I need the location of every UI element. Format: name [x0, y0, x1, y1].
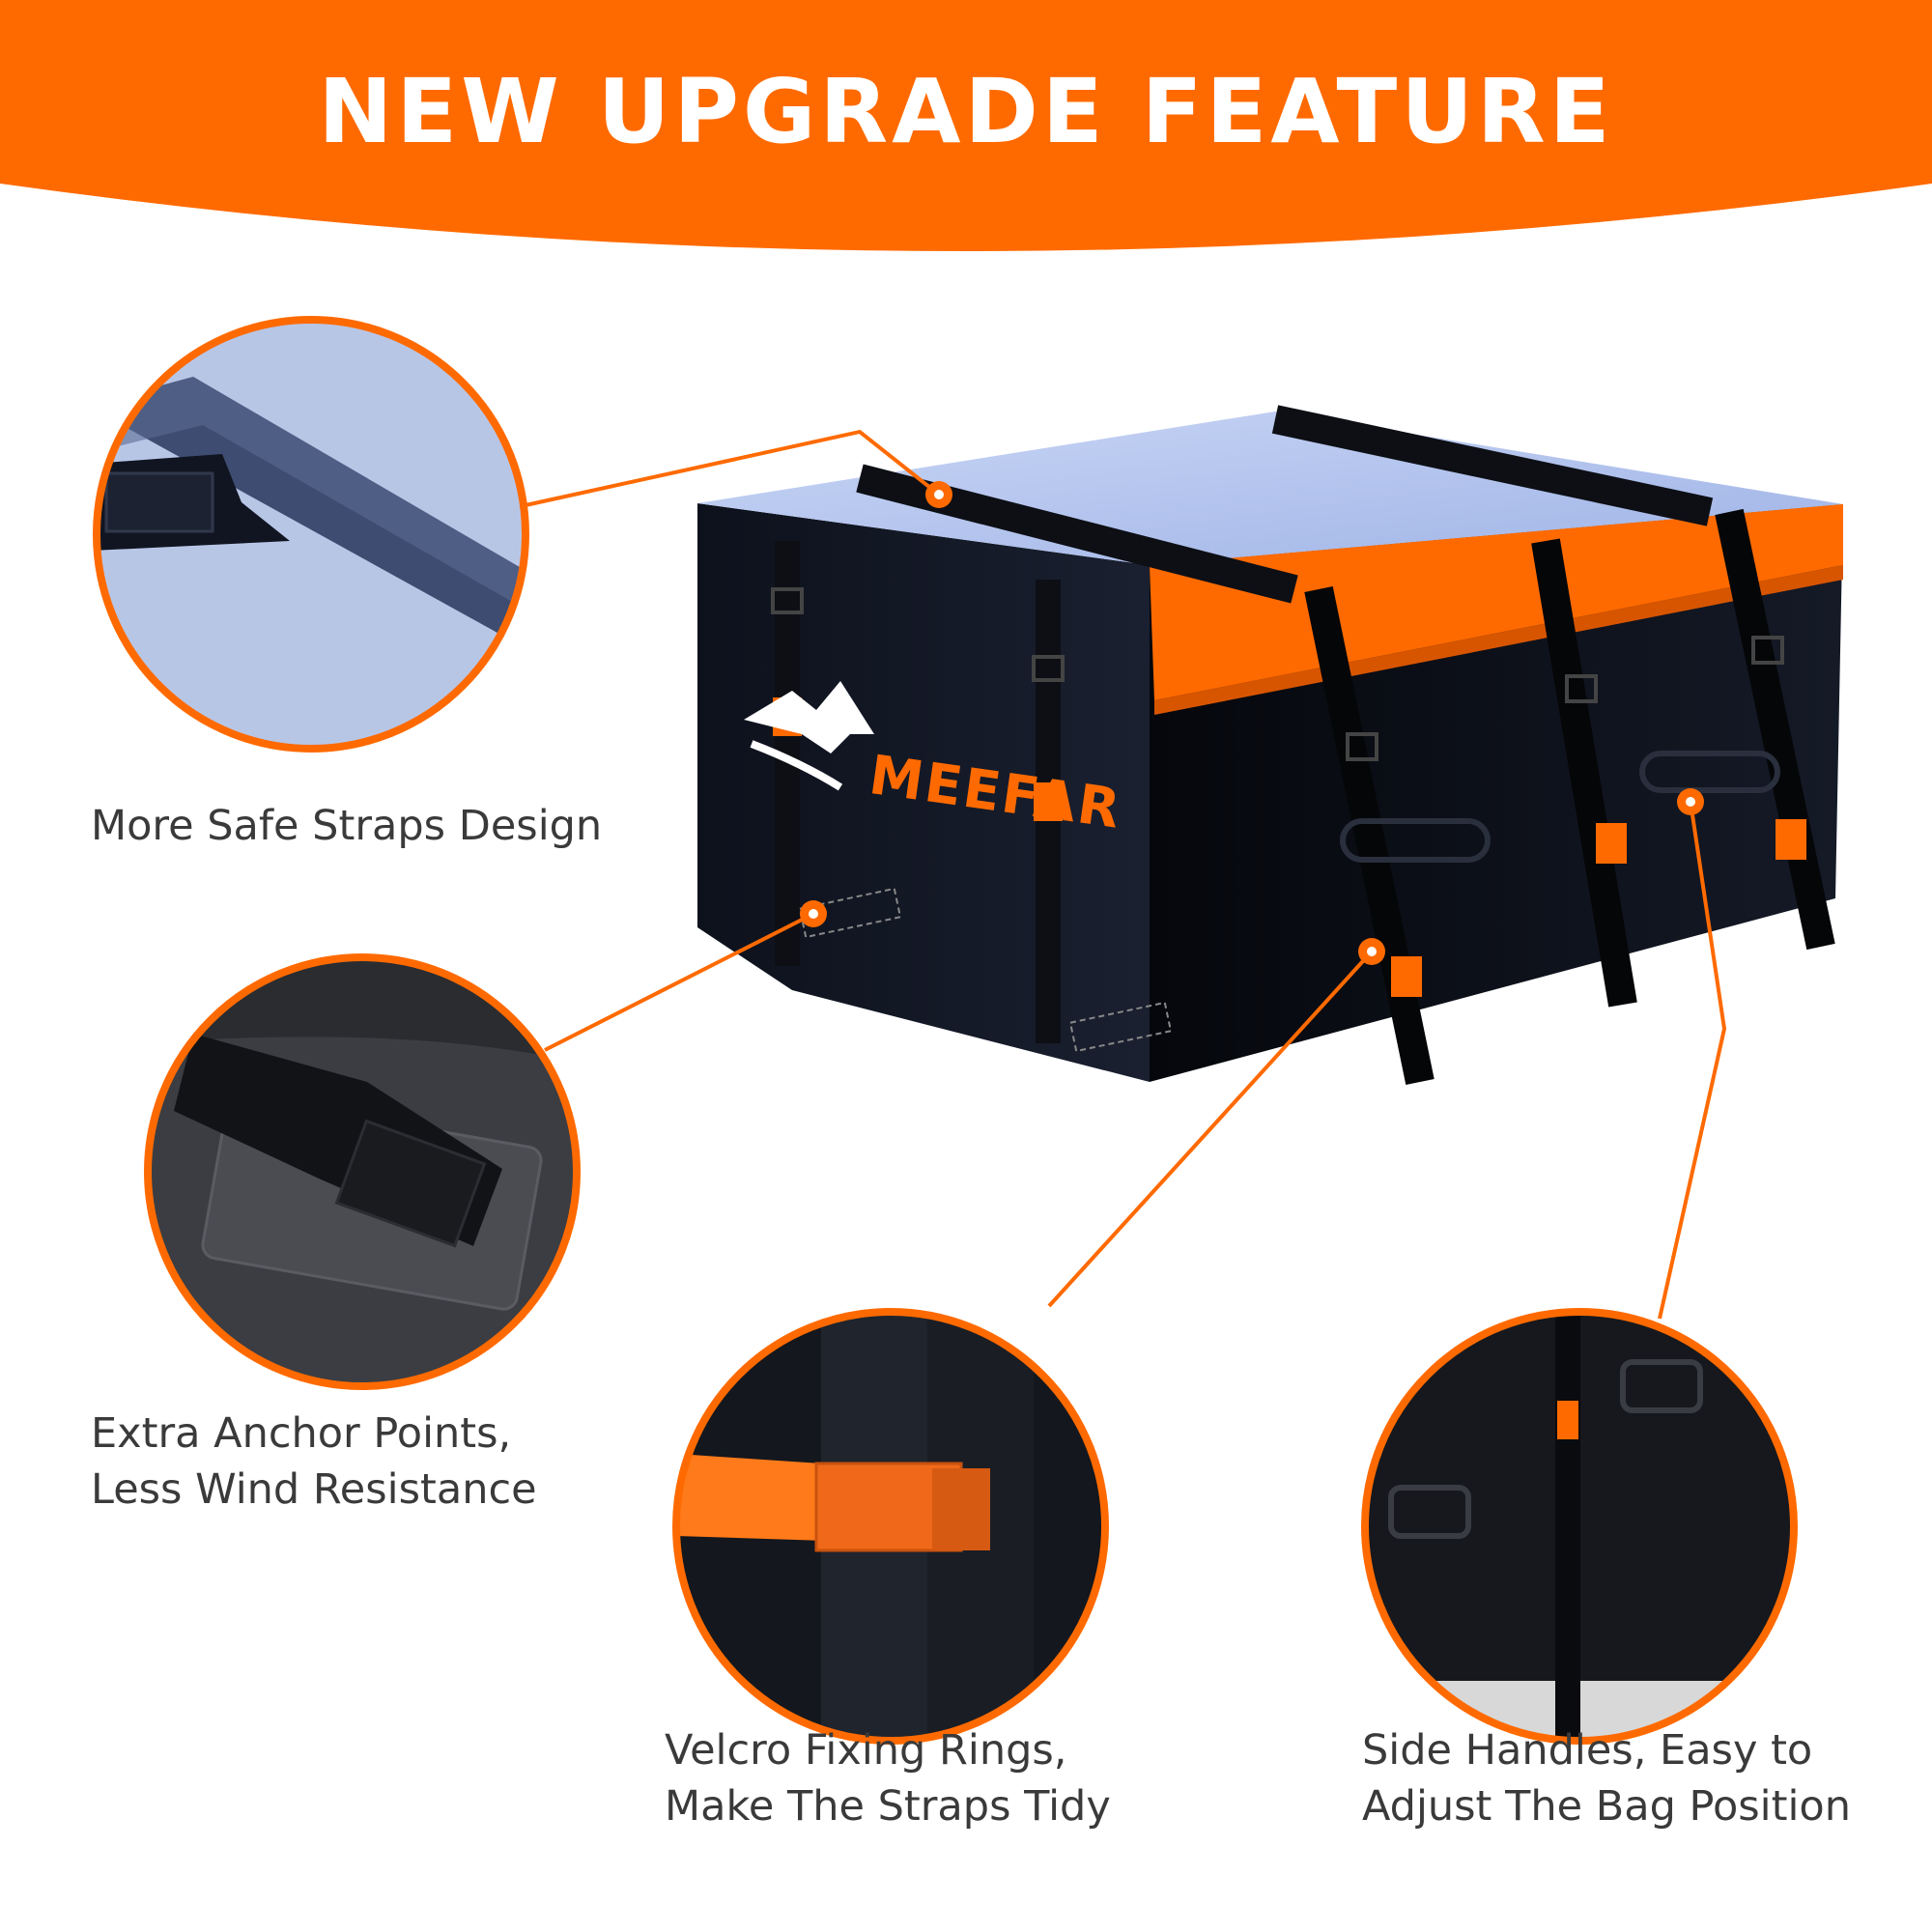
feature-caption-4: Side Handles, Easy to Adjust The Bag Pos…	[1362, 1722, 1851, 1834]
feature-caption-line: Velcro Fixing Rings,	[665, 1726, 1067, 1775]
header-banner	[0, 0, 1932, 251]
feature-caption-line: More Safe Straps Design	[91, 802, 603, 850]
callout-lines	[525, 429, 1727, 1320]
feature-caption-line: Make The Straps Tidy	[665, 1782, 1111, 1831]
feature-caption-line: Less Wind Resistance	[91, 1465, 537, 1514]
brand-logo-mark	[744, 681, 874, 791]
feature-caption-1: More Safe Straps Design	[91, 798, 602, 854]
feature-caption-3: Velcro Fixing Rings, Make The Straps Tid…	[665, 1722, 1111, 1834]
feature-caption-2: Extra Anchor Points, Less Wind Resistanc…	[91, 1406, 537, 1518]
cargo-bag	[697, 405, 1843, 1086]
bag-top-lid	[697, 412, 1843, 565]
feature-caption-line: Adjust The Bag Position	[1362, 1782, 1851, 1831]
detail-circle-velcro	[672, 1308, 1109, 1745]
detail-circle-handles	[1361, 1308, 1798, 1745]
feature-caption-line: Extra Anchor Points,	[91, 1409, 512, 1458]
detail-circle-anchor	[144, 953, 581, 1390]
callout-dots	[800, 481, 1704, 965]
feature-caption-line: Side Handles, Easy to	[1362, 1726, 1813, 1775]
detail-circle-straps	[93, 316, 529, 753]
page-title: NEW UPGRADE FEATURE	[318, 60, 1614, 163]
